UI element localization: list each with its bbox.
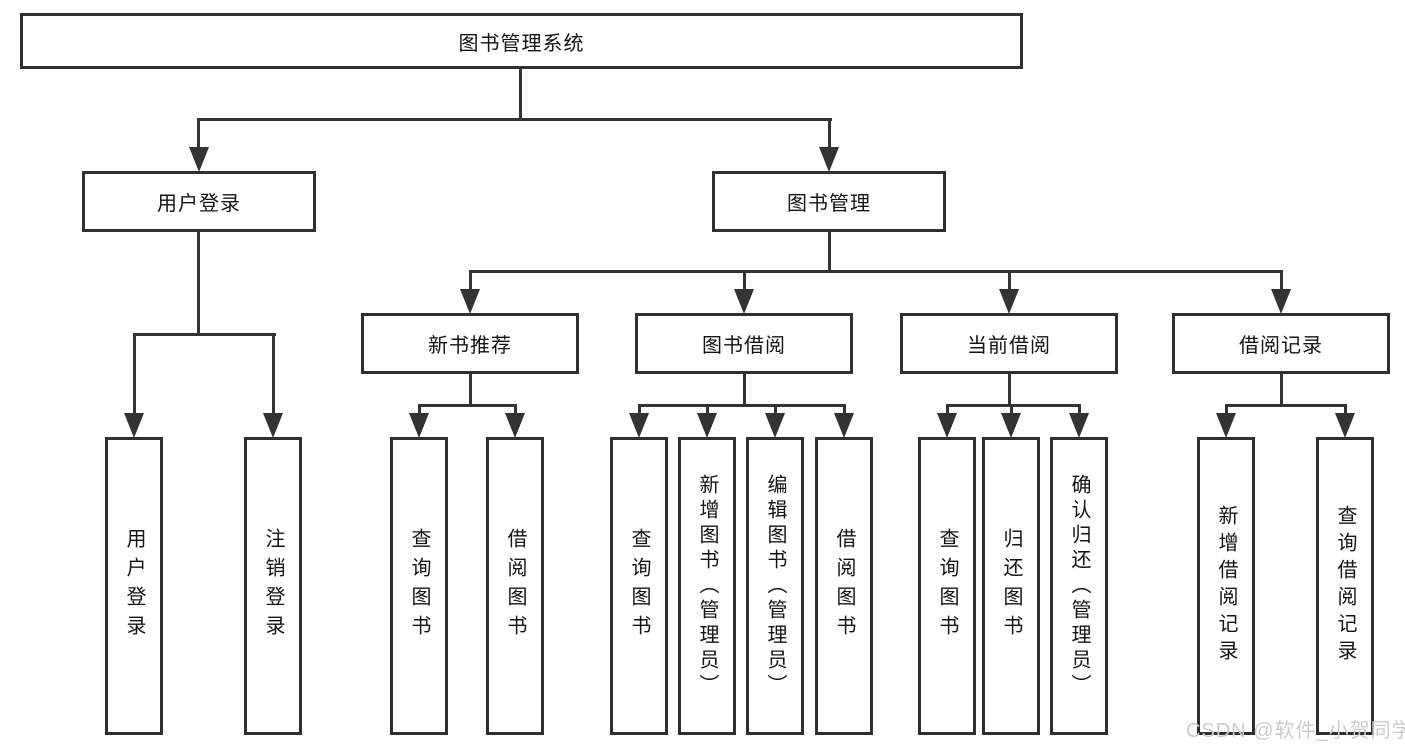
connector-line: [469, 270, 1283, 273]
connector-line: [1010, 404, 1013, 418]
connector-line: [418, 404, 421, 418]
leaf-borrow-books: 借阅图书: [815, 437, 873, 735]
leaf-query-books-current: 查询图书: [918, 437, 976, 735]
connector-line: [1344, 404, 1347, 418]
node-new-book-recommend: 新书推荐: [361, 313, 579, 374]
leaf-return-books: 归还图书: [982, 437, 1040, 735]
connector-line: [418, 404, 517, 407]
connector-line: [197, 232, 200, 336]
leaf-query-books-recommend: 查询图书: [390, 437, 448, 735]
connector-line: [638, 404, 846, 407]
connector-line: [133, 333, 276, 336]
connector-line: [1008, 373, 1011, 406]
arrow-down-icon: [1216, 413, 1236, 438]
leaf-query-borrow-record: 查询借阅记录: [1316, 437, 1374, 735]
connector-line: [1225, 404, 1347, 407]
leaf-add-books-admin: 新增图书（管理员）: [678, 437, 736, 735]
arrow-down-icon: [1271, 289, 1291, 314]
connector-line: [946, 404, 1081, 407]
connector-line: [1225, 404, 1228, 418]
connector-line: [1280, 373, 1283, 406]
connector-line: [133, 333, 136, 417]
watermark: CSDN @软件_小贺同学: [1186, 720, 1405, 742]
leaf-user-login: 用户登录: [105, 437, 163, 735]
leaf-add-borrow-record: 新增借阅记录: [1197, 437, 1255, 735]
arrow-down-icon: [937, 413, 957, 438]
connector-line: [946, 404, 949, 418]
connector-line: [1078, 404, 1081, 418]
connector-line: [469, 270, 472, 294]
arrow-down-icon: [189, 147, 209, 172]
leaf-borrow-books-recommend: 借阅图书: [486, 437, 544, 735]
connector-line: [198, 118, 832, 121]
connector-line: [272, 333, 275, 417]
node-library-system: 图书管理系统: [20, 13, 1023, 69]
arrow-down-icon: [505, 413, 525, 438]
connector-line: [1008, 270, 1011, 294]
node-user-login: 用户登录: [82, 171, 316, 232]
arrow-down-icon: [1069, 413, 1089, 438]
connector-line: [638, 404, 641, 418]
arrow-down-icon: [629, 413, 649, 438]
connector-line: [1280, 270, 1283, 294]
arrow-down-icon: [263, 413, 283, 438]
connector-line: [469, 373, 472, 406]
connector-line: [743, 270, 746, 294]
arrow-down-icon: [460, 289, 480, 314]
arrow-down-icon: [834, 413, 854, 438]
leaf-logout: 注销登录: [244, 437, 302, 735]
leaf-confirm-return-admin: 确认归还（管理员）: [1050, 437, 1108, 735]
connector-line: [828, 232, 831, 273]
arrow-down-icon: [697, 413, 717, 438]
node-current-borrowing: 当前借阅: [900, 313, 1118, 374]
node-book-borrowing: 图书借阅: [635, 313, 853, 374]
arrow-down-icon: [409, 413, 429, 438]
node-borrowing-records: 借阅记录: [1172, 313, 1390, 374]
arrow-down-icon: [819, 147, 839, 172]
leaf-edit-books-admin: 编辑图书（管理员）: [746, 437, 804, 735]
connector-line: [514, 404, 517, 418]
connector-line: [706, 404, 709, 418]
connector-line: [828, 118, 831, 152]
connector-line: [843, 404, 846, 418]
arrow-down-icon: [765, 413, 785, 438]
arrow-down-icon: [124, 413, 144, 438]
connector-line: [519, 69, 522, 120]
arrow-down-icon: [1001, 413, 1021, 438]
arrow-down-icon: [734, 289, 754, 314]
leaf-query-books-borrow: 查询图书: [610, 437, 668, 735]
connector-line: [743, 373, 746, 406]
node-book-management: 图书管理: [712, 171, 946, 232]
connector-line: [197, 118, 200, 152]
connector-line: [774, 404, 777, 418]
arrow-down-icon: [1335, 413, 1355, 438]
arrow-down-icon: [999, 289, 1019, 314]
